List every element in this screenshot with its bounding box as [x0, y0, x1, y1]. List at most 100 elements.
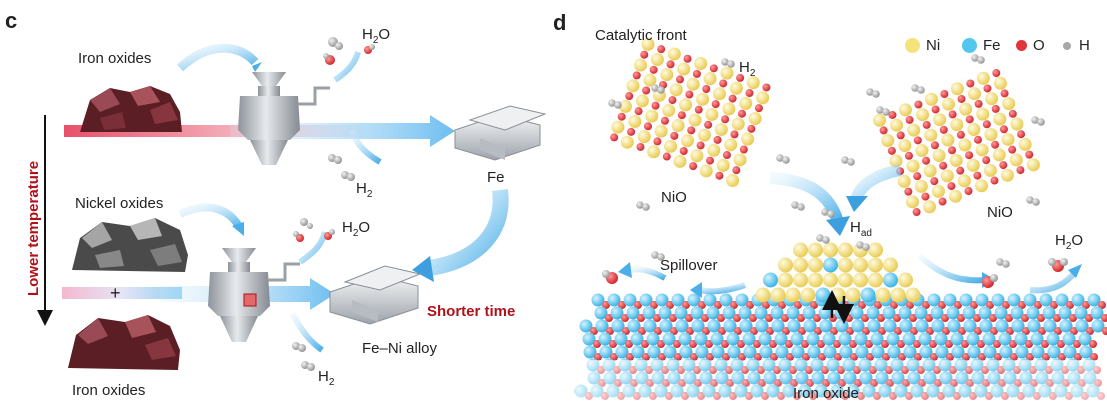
ni-atom	[755, 287, 771, 303]
ni-atom	[942, 97, 956, 111]
fe-atom	[882, 306, 896, 320]
fe-atom	[815, 287, 831, 303]
o-atom	[922, 120, 931, 129]
o-atom	[785, 340, 793, 348]
o-atom	[1038, 327, 1046, 335]
o-atom	[666, 60, 675, 69]
o-atom	[912, 208, 921, 217]
o-atom	[879, 126, 888, 135]
fe-atom	[1026, 306, 1040, 320]
o-atom	[910, 327, 918, 335]
o-atom	[1026, 353, 1034, 361]
ni-atom	[808, 272, 823, 288]
o-atom	[594, 353, 602, 361]
h-atom	[971, 54, 979, 62]
o-atom	[669, 314, 677, 322]
o-atom	[1009, 340, 1017, 348]
ni-atom	[726, 173, 740, 187]
h-diffusion-arrow	[917, 253, 986, 284]
h-atom	[1031, 116, 1039, 124]
o-atom	[973, 171, 982, 180]
o-atom	[649, 65, 658, 74]
o-atom	[893, 314, 901, 322]
fe-atom	[946, 306, 960, 320]
h-atom	[657, 86, 665, 94]
fe-atom	[851, 319, 865, 333]
o-atom	[736, 73, 745, 82]
o-atom	[926, 327, 934, 335]
fe-atom	[759, 345, 773, 359]
o-atom	[1025, 150, 1034, 159]
ni-atom	[838, 272, 853, 288]
nickel-oxide-feed-arrow	[178, 203, 244, 231]
o-atom	[833, 340, 841, 348]
fe-atom	[710, 332, 724, 346]
bottom-temperature-bar	[62, 287, 182, 299]
o-atom	[719, 79, 728, 88]
ni-atom	[905, 287, 921, 303]
ni-atom	[1010, 117, 1024, 131]
fe-atom	[1062, 332, 1076, 346]
h-atom	[1037, 118, 1045, 126]
ni-atom	[1002, 97, 1016, 111]
ni-atom	[739, 96, 753, 110]
o-atom	[862, 327, 870, 335]
ni-atom	[641, 37, 655, 51]
water-molecules-d	[602, 258, 1068, 288]
fe-ni-alloy-ingots	[329, 265, 422, 325]
o-atom	[906, 301, 914, 309]
h-atom	[797, 203, 805, 211]
ni-atom	[915, 144, 929, 158]
o-atom	[877, 314, 885, 322]
o-atom	[814, 327, 822, 335]
nickel-oxide-pile	[72, 218, 188, 272]
o-atom	[675, 75, 684, 84]
fe-atom	[611, 319, 625, 333]
ni-atom	[793, 242, 808, 258]
o-atom	[921, 192, 930, 201]
o-atom	[668, 96, 677, 105]
h-atom	[911, 84, 919, 92]
fe-atom	[659, 319, 673, 333]
o-atom	[650, 301, 658, 309]
o-atom	[590, 327, 598, 335]
o-atom	[866, 353, 874, 361]
o-atom	[682, 301, 690, 309]
o-atom	[632, 71, 641, 80]
h-adsorbed-label: Had	[850, 219, 872, 239]
fe-atom	[694, 332, 708, 346]
o-atom	[698, 301, 706, 309]
o-atom	[992, 69, 1001, 78]
o-atom	[610, 353, 618, 361]
top-h2-molecules	[328, 154, 355, 181]
o-atom	[956, 166, 965, 175]
fe-atom	[658, 306, 672, 320]
fe-atom	[966, 332, 980, 346]
h-atom	[614, 101, 622, 109]
o-atom	[622, 327, 630, 335]
fe-atom	[935, 345, 949, 359]
ni-atom	[924, 92, 938, 106]
h-atom	[917, 86, 925, 94]
o-atom	[913, 172, 922, 181]
o-atom	[610, 133, 619, 142]
ni-atom	[618, 99, 632, 113]
fe-atom	[662, 332, 676, 346]
o-atom	[986, 301, 994, 309]
o-atom	[781, 314, 789, 322]
fe-atom	[678, 332, 692, 346]
o-atom	[904, 187, 913, 196]
fe-atom	[675, 319, 689, 333]
o-atom	[865, 340, 873, 348]
ni-atom	[890, 118, 904, 132]
fe-atom	[610, 306, 624, 320]
ni-atom	[950, 82, 964, 96]
o-atom	[679, 147, 688, 156]
o-atom	[641, 340, 649, 348]
ni-atom	[746, 76, 760, 90]
o-atom	[626, 353, 634, 361]
o-atom	[1000, 89, 1009, 98]
o-atom	[689, 162, 698, 171]
o-atom	[957, 94, 966, 103]
bottom-water-label: H2O	[342, 219, 371, 239]
